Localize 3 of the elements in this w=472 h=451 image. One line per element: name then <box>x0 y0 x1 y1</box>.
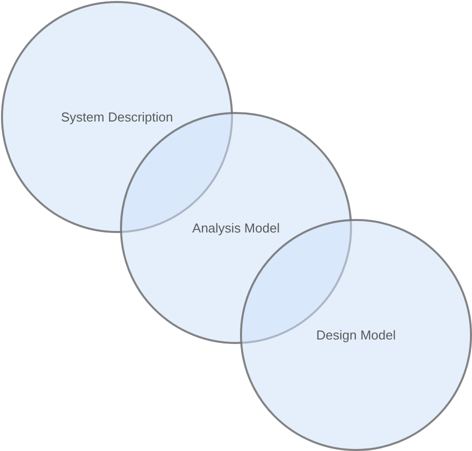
circle-label: System Description <box>61 110 173 124</box>
circle-label: Design Model <box>316 328 396 342</box>
circle-label: Analysis Model <box>192 220 280 236</box>
